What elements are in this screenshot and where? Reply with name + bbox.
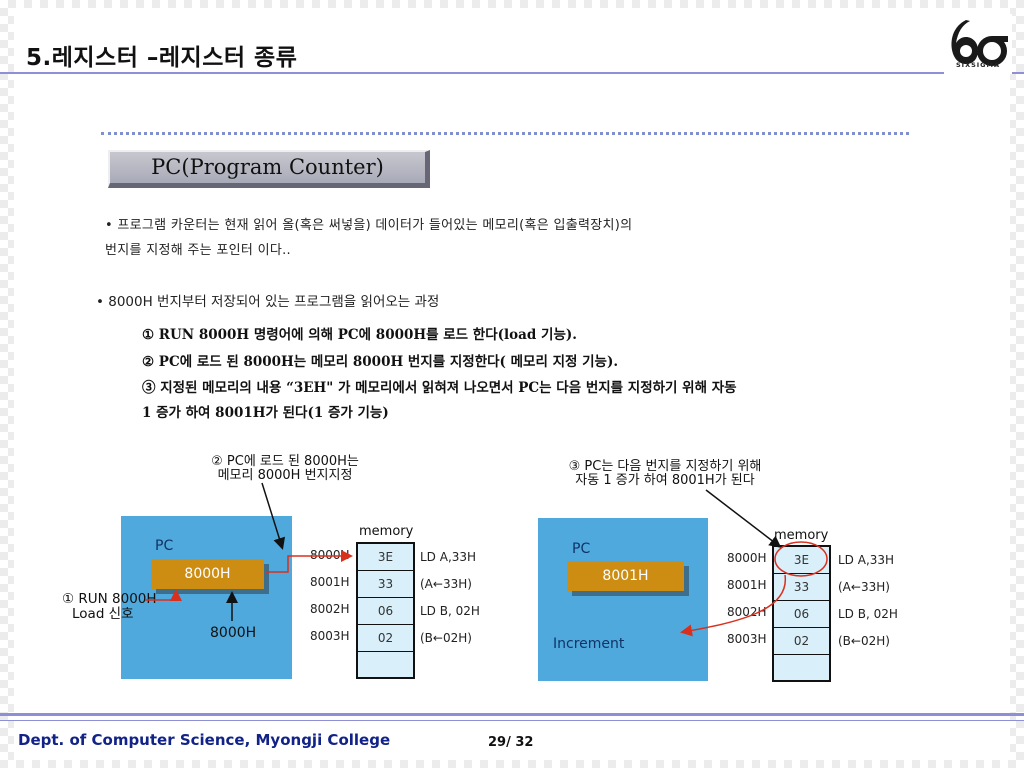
right-memory: 3E 33 06 02 xyxy=(772,545,831,682)
left-instr-3: (B←02H) xyxy=(420,631,472,645)
page-number: 29/ 32 xyxy=(488,735,534,750)
left-instr-2: LD B, 02H xyxy=(420,604,480,618)
right-increment-arrow xyxy=(680,574,786,637)
pc-banner: PC(Program Counter) xyxy=(108,150,430,188)
left-memory: 3E 33 06 02 xyxy=(356,542,415,679)
right-mem-cell-1: 33 xyxy=(774,574,829,601)
left-caption-arrow xyxy=(261,482,286,550)
intro-bullet-2: • 8000H 번지부터 저장되어 있는 프로그램을 읽어오는 과정 xyxy=(96,294,440,310)
left-addr-2: 8002H xyxy=(310,602,350,616)
left-mem-cell-3: 02 xyxy=(358,625,413,652)
step-3: ③ 지정된 메모리의 내용 “3EH" 가 메모리에서 읽혀져 나오면서 PC는… xyxy=(142,380,737,396)
right-instr-3: (B←02H) xyxy=(838,634,890,648)
right-instr-0: LD A,33H xyxy=(838,553,895,567)
footer-divider xyxy=(0,713,1024,716)
left-mem-cell-2: 06 xyxy=(358,598,413,625)
right-mem-cell-3: 02 xyxy=(774,628,829,655)
right-mem-cell-2: 06 xyxy=(774,601,829,628)
left-instr-1: (A←33H) xyxy=(420,577,472,591)
right-addr-3: 8003H xyxy=(727,632,767,646)
intro-line-1: • 프로그램 카운터는 현재 읽어 올(혹은 써넣을) 데이터가 들어있는 메모… xyxy=(105,218,633,233)
left-pc-label: PC xyxy=(155,538,174,554)
right-addr-2: 8002H xyxy=(727,605,767,619)
left-addr-3: 8003H xyxy=(310,629,350,643)
left-load-signal-arrow xyxy=(145,589,182,601)
left-addr-0: 8000H xyxy=(310,548,350,562)
right-caption-arrow xyxy=(705,489,782,548)
right-caption-line-2: 자동 1 증가 하여 8001H가 된다 xyxy=(575,473,755,488)
left-caption-line-1: ② PC에 로드 된 8000H는 xyxy=(211,454,359,469)
sixsigma-logo xyxy=(944,14,1012,74)
left-run-line-2: Load 신호 xyxy=(72,606,134,622)
right-addr-1: 8001H xyxy=(727,578,767,592)
title-divider xyxy=(0,72,1024,74)
left-below-value: 8000H xyxy=(210,625,257,641)
logo-text: SIXSIGMA xyxy=(955,61,1001,69)
intro-line-2: 번지를 지정해 주는 포인터 이다.. xyxy=(105,243,291,258)
left-mem-cell-1: 33 xyxy=(358,571,413,598)
right-instr-1: (A←33H) xyxy=(838,580,890,594)
dotted-divider xyxy=(101,132,909,135)
right-cpu-box xyxy=(538,518,708,681)
left-run-label: ① RUN 8000H Load 신호 xyxy=(62,592,157,622)
left-caption-line-2: 메모리 8000H 번지지정 xyxy=(217,468,353,483)
left-run-line-1: ① RUN 8000H xyxy=(62,591,157,607)
right-highlight-circle xyxy=(774,541,828,577)
right-caption-line-1: ③ PC는 다음 번지를 지정하기 위해 xyxy=(568,459,762,474)
step-2: ② PC에 로드 된 8000H는 메모리 8000H 번지를 지정한다( 메모… xyxy=(142,354,619,370)
left-instr-0: LD A,33H xyxy=(420,550,477,564)
left-pc-register: 8000H xyxy=(151,559,264,589)
right-caption: ③ PC는 다음 번지를 지정하기 위해 자동 1 증가 하여 8001H가 된… xyxy=(520,460,810,488)
right-increment-label: Increment xyxy=(553,636,625,652)
left-cpu-box xyxy=(121,516,292,679)
footer-divider-thin xyxy=(0,720,1024,721)
left-memory-title: memory xyxy=(359,524,414,539)
footer-department: Dept. of Computer Science, Myongji Colle… xyxy=(18,731,391,749)
left-mem-cell-0: 3E xyxy=(358,544,413,571)
step-3-continued: 1 증가 하여 8001H가 된다(1 증가 기능) xyxy=(142,405,389,421)
right-pc-label: PC xyxy=(572,541,591,557)
slide-title: 5.레지스터 –레지스터 종류 xyxy=(26,45,298,71)
left-addr-1: 8001H xyxy=(310,575,350,589)
right-addr-0: 8000H xyxy=(727,551,767,565)
right-pc-register: 8001H xyxy=(567,561,684,591)
left-caption: ② PC에 로드 된 8000H는 메모리 8000H 번지지정 xyxy=(180,455,390,483)
right-mem-cell-0: 3E xyxy=(774,547,829,574)
right-memory-title: memory xyxy=(774,528,829,543)
left-register-to-memory-arrow xyxy=(266,550,353,573)
right-instr-2: LD B, 02H xyxy=(838,607,898,621)
step-1: ① RUN 8000H 명령어에 의해 PC에 8000H를 로드 한다(loa… xyxy=(142,327,577,343)
